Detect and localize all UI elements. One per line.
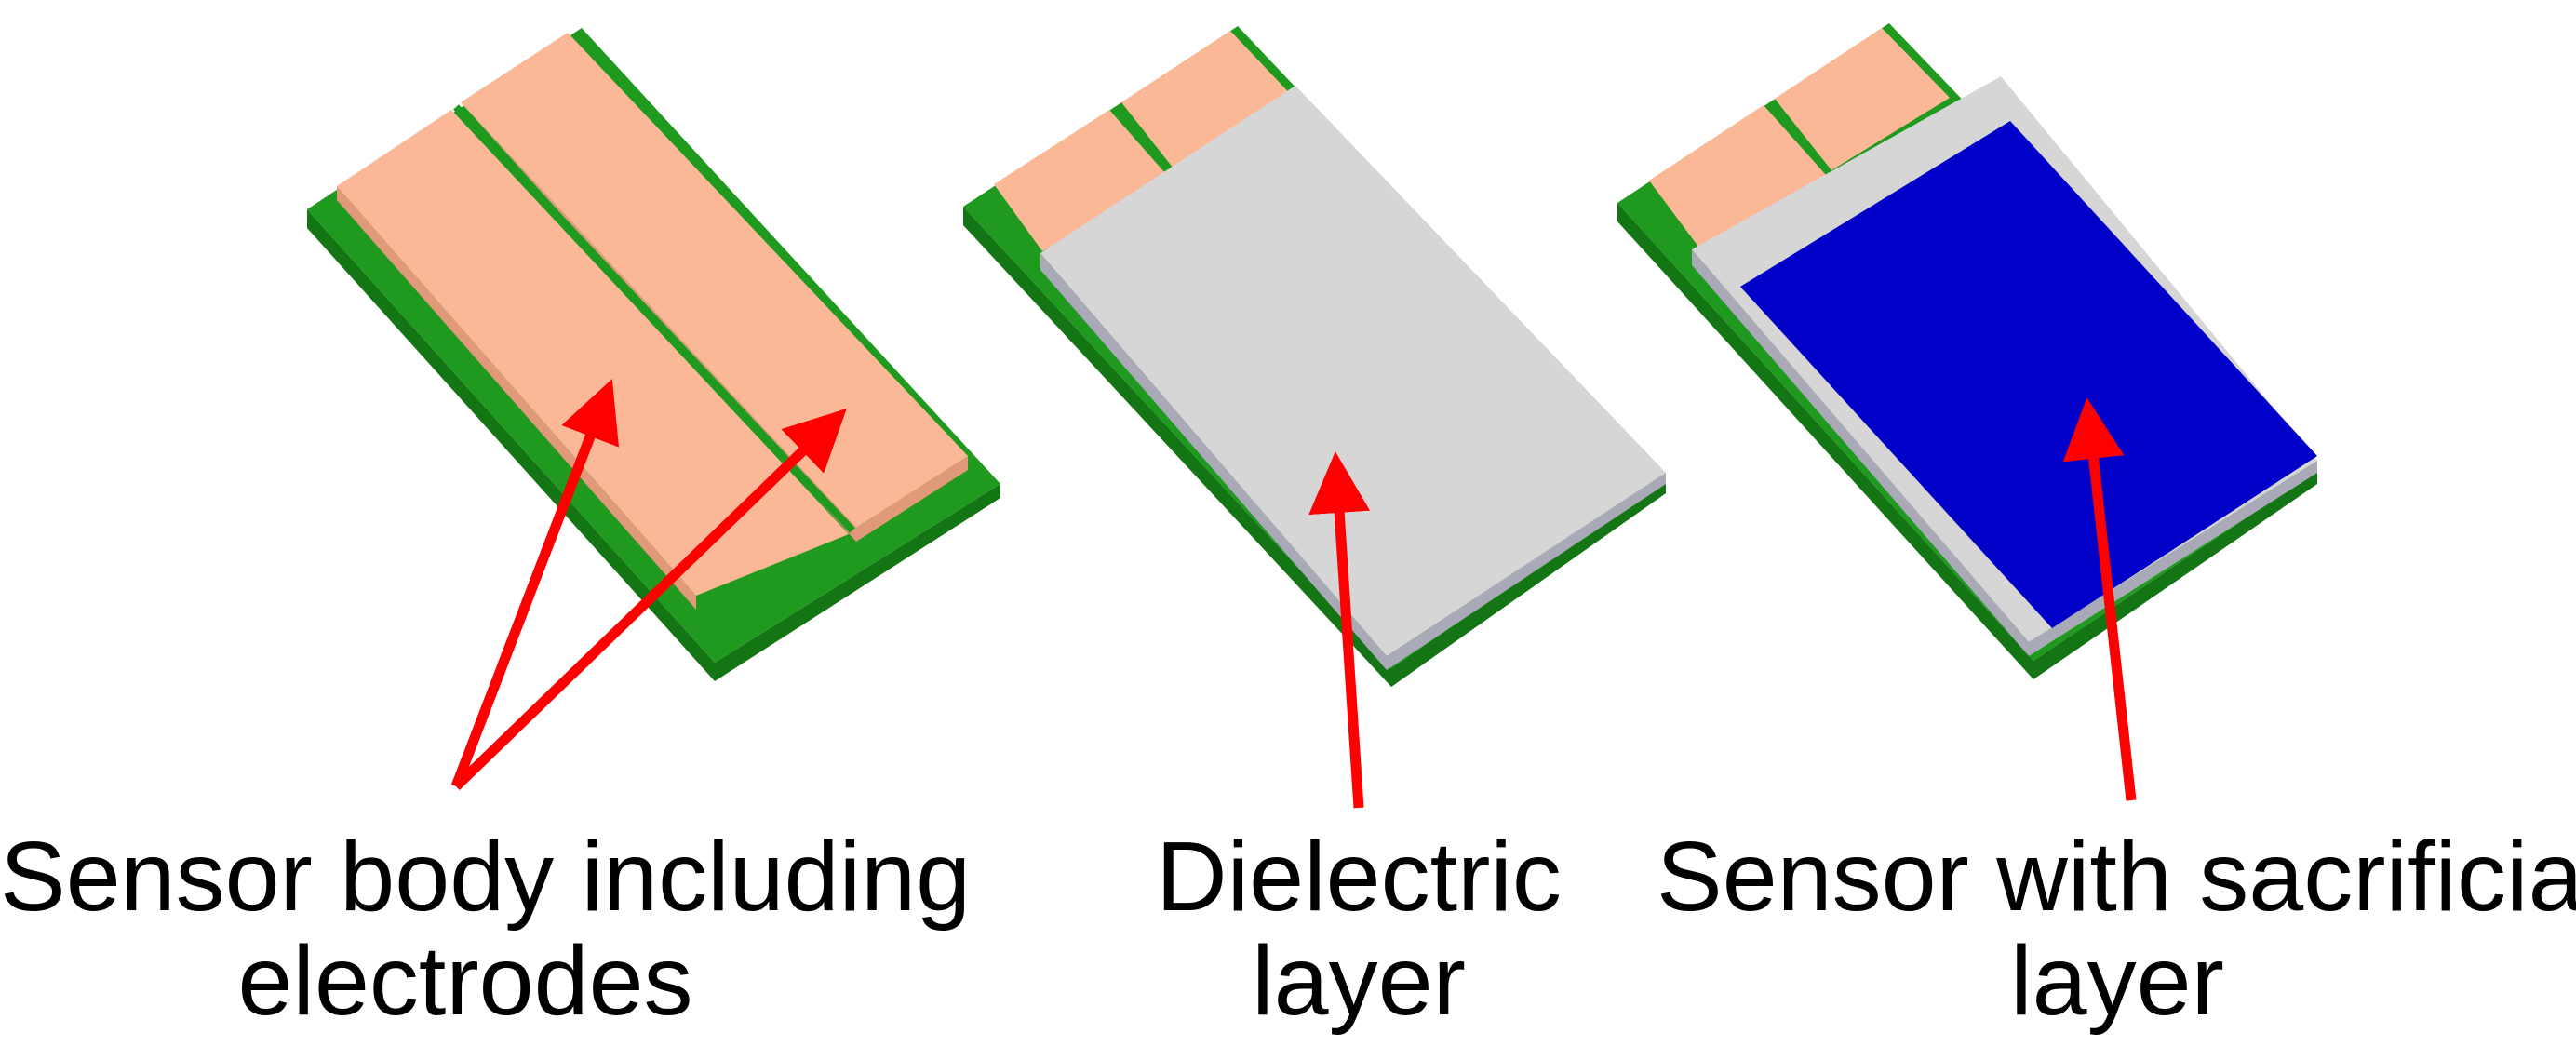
dielectric-panel <box>963 26 1666 687</box>
sacrificial-layer <box>1740 121 2317 628</box>
electrode-left <box>337 110 849 596</box>
dielectric-label-line2: layer <box>1252 926 1466 1036</box>
sacrificial-panel <box>1617 23 2317 679</box>
dielectric-slab <box>1040 86 1666 656</box>
arrow-to-dielectric <box>1308 451 1371 809</box>
electrode-right <box>1121 31 1298 177</box>
arrow-to-right-electrode <box>452 409 847 790</box>
electrode-right-side <box>461 102 968 542</box>
sensor-body-label: Sensor body including electrodes <box>0 822 972 1036</box>
electrode-left <box>994 110 1173 251</box>
substrate-side <box>963 207 1666 687</box>
dielectric-label: Dielectric layer <box>1117 825 1601 1033</box>
arrows <box>450 379 2137 809</box>
sensor-body-label-line2: electrodes <box>237 926 693 1036</box>
arrow-to-left-electrode <box>450 379 620 788</box>
electrode-right <box>1775 28 1950 170</box>
electrode-right <box>461 33 968 528</box>
sacrificial-label-line1: Sensor with sacrificial <box>1657 822 2576 932</box>
sacrificial-label: Sensor with sacrificial layer <box>1657 825 2576 1033</box>
electrode-left <box>1649 105 1826 247</box>
arrow-to-sacrificial <box>2062 397 2137 801</box>
sensor-body-label-line1: Sensor body including <box>0 822 972 932</box>
sacrificial-label-line2: layer <box>2010 926 2224 1036</box>
sensor-body-panel <box>307 28 1000 681</box>
electrode-left-side <box>337 186 696 610</box>
dielectric-label-line1: Dielectric <box>1156 822 1562 932</box>
